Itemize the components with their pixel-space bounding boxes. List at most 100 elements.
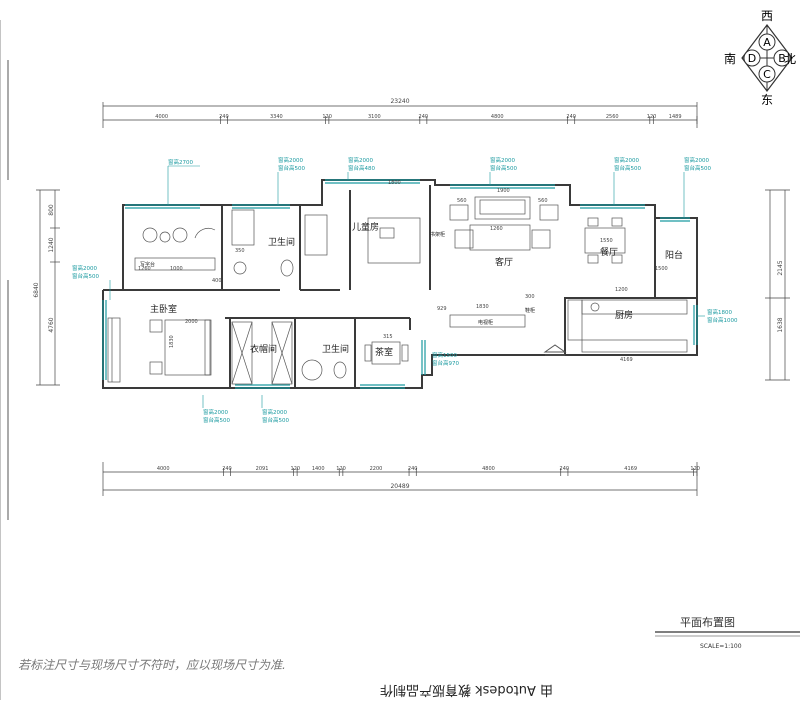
bottom-dim-segment-label: 4169 bbox=[624, 466, 637, 472]
windows bbox=[102, 179, 698, 389]
win-label-10b: 窗台高500 bbox=[262, 416, 289, 424]
label-bookshelf: 书架柜 bbox=[430, 231, 445, 238]
left-dimensions bbox=[36, 189, 60, 386]
compass-a: A bbox=[763, 36, 771, 49]
label-desk: 写字台 bbox=[140, 261, 155, 268]
top-dim-segment-label: 4800 bbox=[491, 114, 504, 120]
top-dim-segment-label: 1489 bbox=[669, 114, 682, 120]
bottom-dim-segment-label: 240 bbox=[560, 466, 570, 472]
win-label-4b: 窗台高500 bbox=[490, 164, 517, 172]
win-label-2a: 窗高2000 bbox=[278, 156, 303, 164]
bottom-dim-segment-label: 2200 bbox=[370, 466, 383, 472]
win-label-11b: 窗台高970 bbox=[432, 359, 459, 367]
bottom-dim-segment-label: 4800 bbox=[482, 466, 495, 472]
bottom-dim-segment-label: 2091 bbox=[256, 466, 269, 472]
top-dim-segment-label: 3100 bbox=[368, 114, 381, 120]
entrance-marker bbox=[543, 344, 567, 356]
bottom-dimension-ticks bbox=[223, 468, 698, 476]
win-label-5a: 窗高2000 bbox=[614, 156, 639, 164]
dim-1260: 1260 bbox=[490, 226, 503, 232]
top-dim-segment-label: 240 bbox=[566, 114, 576, 120]
autodesk-footer: 由 Autodesk 教育版产品制作 bbox=[380, 682, 553, 697]
win-label-3a: 窗高2000 bbox=[348, 156, 373, 164]
dim-560a: 560 bbox=[457, 198, 467, 204]
win-label-8a: 窗高1800 bbox=[707, 308, 732, 316]
top-total-dim: 23240 bbox=[390, 98, 409, 105]
room-bath-1: 卫生间 bbox=[268, 236, 295, 248]
dim-2000: 2000 bbox=[185, 319, 198, 325]
top-dim-segment-label: 120 bbox=[322, 114, 332, 120]
win-label-7b: 窗台高500 bbox=[72, 272, 99, 280]
left-dim-1240: 1240 bbox=[48, 237, 55, 252]
top-dim-segment-label: 2560 bbox=[606, 114, 619, 120]
win-label-5b: 窗台高500 bbox=[614, 164, 641, 172]
right-dimensions bbox=[765, 189, 790, 381]
bottom-dim-segment-label: 240 bbox=[408, 466, 418, 472]
room-master-bedroom: 主卧室 bbox=[150, 303, 177, 315]
room-kitchen: 厨房 bbox=[615, 309, 633, 321]
compass-north: 北 bbox=[784, 52, 796, 66]
room-living: 客厅 bbox=[495, 256, 513, 268]
dim-300: 300 bbox=[525, 294, 535, 300]
top-dimension-ticks bbox=[219, 116, 698, 124]
win-label-7a: 窗高2000 bbox=[72, 264, 97, 272]
win-label-9a: 窗高2000 bbox=[203, 408, 228, 416]
left-dim-800: 800 bbox=[48, 204, 55, 216]
bottom-dim-segment-label: 4000 bbox=[157, 466, 170, 472]
bottom-dim-segment-label: 120 bbox=[336, 466, 346, 472]
left-dim-4760: 4760 bbox=[48, 317, 55, 332]
drawing-scale: SCALE=1:100 bbox=[700, 643, 742, 650]
furniture bbox=[107, 196, 688, 385]
room-balcony: 阳台 bbox=[665, 249, 683, 261]
dim-929: 929 bbox=[437, 306, 447, 312]
compass-south: 南 bbox=[724, 51, 736, 66]
left-total-dim: 6840 bbox=[33, 282, 40, 297]
win-label-4a: 窗高2000 bbox=[490, 156, 515, 164]
top-dim-segment-label: 4000 bbox=[155, 114, 168, 120]
bottom-dimensions bbox=[102, 462, 698, 496]
room-tea: 茶室 bbox=[375, 346, 393, 358]
compass-west: 西 bbox=[761, 9, 773, 23]
right-dim-2145: 2145 bbox=[777, 260, 784, 275]
dim-350: 350 bbox=[235, 248, 245, 254]
top-dim-segment-label: 240 bbox=[219, 114, 229, 120]
bottom-dimension-labels: 4000 240 2091 120 1400 120 2200 240 4800 240 4169 1… bbox=[157, 466, 700, 472]
room-dining: 餐厅 bbox=[600, 246, 618, 258]
label-shoe-cabinet: 鞋柜 bbox=[525, 307, 535, 314]
bottom-dim-segment-label: 1400 bbox=[312, 466, 325, 472]
win-label-10a: 窗高2000 bbox=[262, 408, 287, 416]
room-closet: 衣帽间 bbox=[250, 343, 277, 355]
dim-560b: 560 bbox=[538, 198, 548, 204]
win-label-9b: 窗台高500 bbox=[203, 416, 230, 424]
title-block: 平面布置图 SCALE=1:100 bbox=[655, 616, 800, 650]
compass-b: B bbox=[778, 52, 786, 65]
room-kids: 儿童房 bbox=[352, 221, 379, 233]
window-leaders bbox=[109, 165, 705, 408]
top-dim-segment-label: 240 bbox=[419, 114, 429, 120]
furniture-labels: 写字台 电视柜 鞋柜 书架柜 bbox=[140, 231, 535, 326]
dim-1200: 1200 bbox=[615, 287, 628, 293]
compass-d: D bbox=[748, 52, 756, 65]
drawing-title: 平面布置图 bbox=[680, 616, 735, 629]
dim-4169: 4169 bbox=[620, 357, 633, 363]
bottom-dim-segment-label: 240 bbox=[222, 466, 232, 472]
bottom-dim-segment-label: 120 bbox=[690, 466, 700, 472]
dim-400: 400 bbox=[212, 278, 222, 284]
win-label-6a: 窗高2000 bbox=[684, 156, 709, 164]
dim-1830: 1830 bbox=[476, 304, 489, 310]
win-label-2b: 窗台高500 bbox=[278, 164, 305, 172]
dim-1260b: 1260 bbox=[138, 266, 151, 272]
win-label-1: 窗高2700 bbox=[168, 158, 193, 166]
compass: A D B C 西 北 东 南 bbox=[724, 9, 796, 107]
win-label-6b: 窗台高500 bbox=[684, 164, 711, 172]
top-dim-segment-label: 120 bbox=[647, 114, 657, 120]
dim-1000: 1000 bbox=[170, 266, 183, 272]
dim-1800: 1800 bbox=[388, 180, 401, 186]
dim-1550: 1550 bbox=[600, 238, 613, 244]
dim-315: 315 bbox=[383, 334, 393, 340]
bottom-total-dim: 20489 bbox=[390, 483, 409, 490]
bottom-dim-segment-label: 120 bbox=[291, 466, 301, 472]
site-note: 若标注尺寸与现场尺寸不符时，应以现场尺寸为准. bbox=[18, 658, 286, 672]
